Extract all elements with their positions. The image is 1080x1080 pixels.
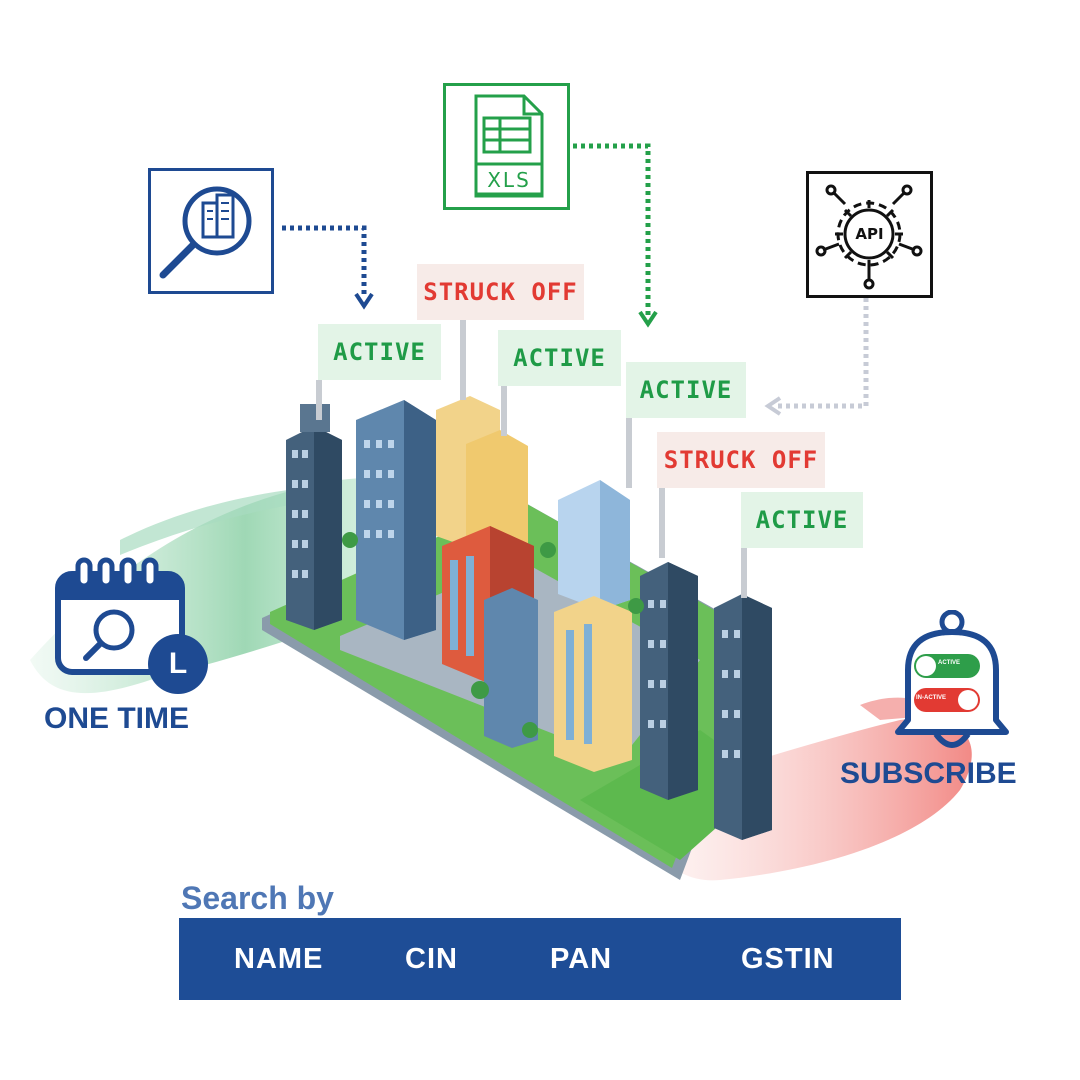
search-option-cin[interactable]: CIN [405,942,458,975]
calendar-search-icon [55,557,208,694]
bell-icon [895,610,1009,748]
status-tag-active: ACTIVE [626,362,746,418]
building-search-source-box [148,168,274,294]
search-option-gstin[interactable]: GSTIN [741,942,835,975]
tag-pole [626,418,632,488]
tag-pole [460,320,466,400]
api-label: API [855,225,884,243]
api-gear-icon [815,184,923,290]
xls-source-box: XLS [443,83,570,210]
toggle-inactive-label: IN-ACTIVE [916,695,946,701]
tag-pole [501,386,507,436]
status-tag-active: ACTIVE [318,324,441,380]
toggle-active-label: ACTIVE [938,660,961,666]
search-option-pan[interactable]: PAN [550,942,613,975]
building-magnifier-icon [159,186,252,279]
subscribe-label: SUBSCRIBE [840,757,1017,790]
xls-file-icon [474,94,544,198]
search-option-name[interactable]: NAME [234,942,324,975]
tag-pole [741,548,747,598]
tower-left [286,404,342,630]
status-tag-struck-off: STRUCK OFF [657,432,825,488]
tag-pole [659,488,665,558]
status-tag-active: ACTIVE [741,492,863,548]
search-by-title: Search by [181,880,334,916]
search-options-bar: NAME CIN PAN GSTIN [179,918,901,1000]
xls-label: XLS [487,168,531,192]
status-tag-struck-off: STRUCK OFF [417,264,584,320]
tag-pole [316,380,322,420]
one-time-badge-letter: L [168,647,188,680]
one-time-label: ONE TIME [44,702,190,735]
status-tag-active: ACTIVE [498,330,621,386]
api-source-box: API [806,171,933,298]
